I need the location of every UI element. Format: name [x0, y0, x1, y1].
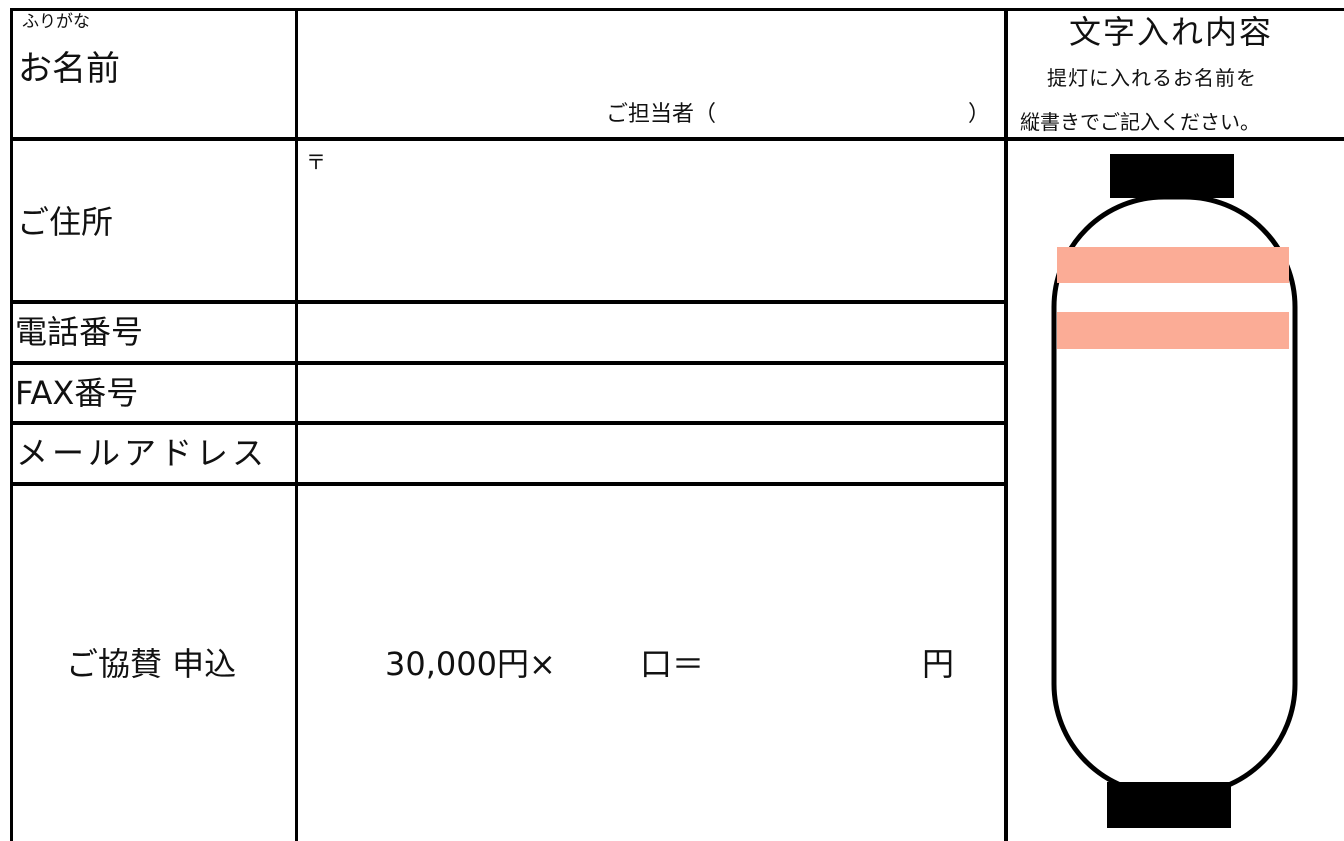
sponsor-price: 30,000円× — [385, 645, 556, 683]
sponsor-yen: 円 — [922, 645, 955, 683]
lantern-instruction-line1: 提灯に入れるお名前を — [1047, 66, 1257, 90]
phone-field[interactable] — [299, 305, 1003, 360]
lantern-top-cap — [1110, 154, 1234, 198]
lantern-instruction-line2: 縦書きでご記入ください。 — [1020, 110, 1260, 134]
sponsor-units-field[interactable] — [560, 640, 640, 688]
row-divider-phone-bottom — [10, 361, 1006, 365]
postal-mark: 〒 — [306, 150, 326, 174]
row-divider-address-bottom — [10, 300, 1006, 304]
table-border-top — [10, 8, 1344, 11]
email-label: メールアドレス — [16, 434, 269, 472]
fax-label: FAX番号 — [15, 374, 139, 412]
lantern-band-lower — [1057, 312, 1289, 349]
column-divider-2 — [1004, 8, 1008, 841]
row-divider-name-bottom — [10, 137, 1344, 141]
phone-label: 電話番号 — [15, 313, 144, 351]
address-field[interactable] — [299, 142, 1003, 299]
name-furigana-label: ふりがな — [22, 12, 90, 32]
lantern-illustration — [1051, 154, 1298, 828]
sponsor-label: ご協賛 申込 — [66, 645, 237, 683]
lantern-panel-title: 文字入れ内容 — [1069, 13, 1274, 51]
sponsor-units: 口＝ — [640, 645, 705, 683]
contact-person-close: ） — [968, 102, 991, 127]
row-divider-email-bottom — [10, 482, 1006, 486]
email-field[interactable] — [299, 426, 1003, 481]
address-label: ご住所 — [17, 203, 114, 241]
contact-person-label: ご担当者（ — [606, 102, 717, 127]
name-label: お名前 — [18, 49, 120, 89]
lantern-band-upper — [1057, 247, 1289, 283]
fax-field[interactable] — [299, 366, 1003, 420]
row-divider-fax-bottom — [10, 421, 1006, 425]
lantern-bottom-cap — [1107, 782, 1231, 828]
lantern-text-field[interactable] — [1070, 260, 1280, 760]
sponsor-total-field[interactable] — [710, 640, 915, 688]
contact-person-field[interactable] — [740, 96, 965, 132]
